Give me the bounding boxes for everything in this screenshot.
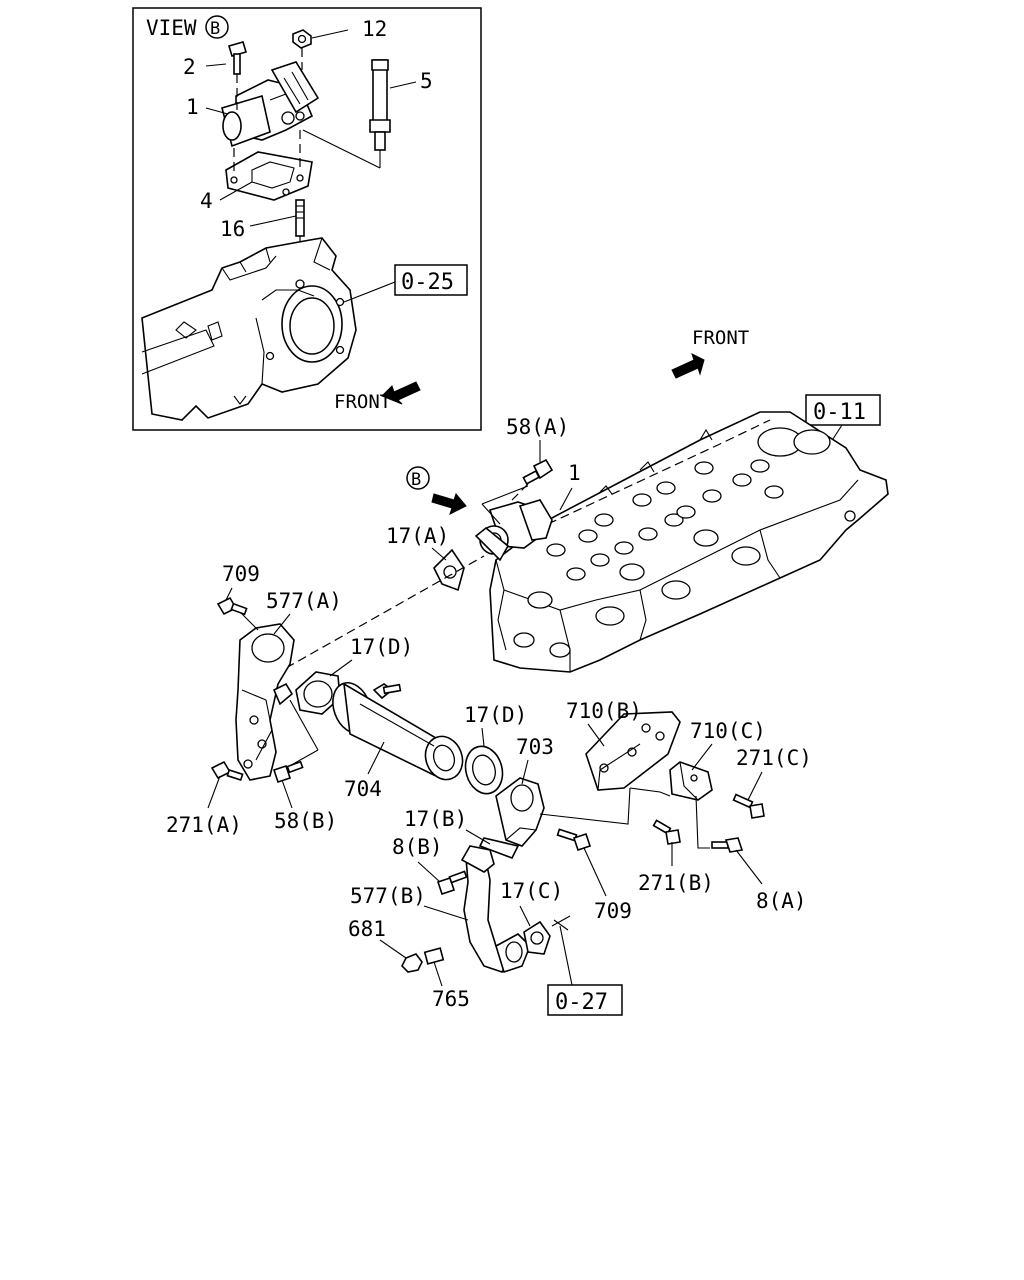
- gasket-17d-left: [295, 671, 341, 715]
- nut-681: [401, 953, 423, 973]
- bolt-58a: [511, 458, 554, 501]
- bracket-577a: [235, 611, 319, 781]
- callout-271b: 271(B): [638, 871, 714, 895]
- callout-710b: 710(B): [566, 699, 642, 723]
- callout-17d-left: 17(D): [350, 635, 413, 659]
- callout-17a: 17(A): [386, 524, 449, 548]
- callout-12: 12: [362, 17, 387, 41]
- ref-box-0-25: [394, 264, 468, 296]
- inset-front-arrow-icon: [381, 381, 421, 405]
- main-view: FRONT 0-11: [166, 327, 889, 1016]
- inset-frame: [132, 7, 482, 431]
- bolt-8b: [436, 870, 468, 896]
- bracket-710b: [585, 711, 681, 791]
- bolt-2: [228, 41, 247, 110]
- bolt-709-upper: [216, 596, 248, 616]
- callout-271c: 271(C): [736, 746, 812, 770]
- callout-8b: 8(B): [392, 835, 443, 859]
- gasket-17d-right: [464, 745, 504, 795]
- stud-5: [302, 59, 391, 169]
- intake-manifold-casting: [141, 237, 357, 421]
- nut-12: [292, 29, 312, 70]
- cylinder-head: [489, 411, 889, 673]
- gasket-17c: [523, 915, 571, 955]
- ref-box-0-25-label: 0-25: [401, 270, 454, 295]
- callout-704: 704: [344, 777, 382, 801]
- main-view-marker: B: [406, 466, 430, 490]
- callout-681: 681: [348, 917, 386, 941]
- ref-box-0-27-label: 0-27: [555, 990, 608, 1015]
- main-front-label: FRONT: [692, 327, 749, 349]
- egr-cooler-704: [332, 682, 464, 781]
- bolt-709-lower: [556, 828, 592, 852]
- bolt-271c: [732, 793, 765, 819]
- inset-front-label: FRONT: [334, 391, 391, 413]
- inset-view-marker: B: [205, 15, 229, 39]
- callout-1: 1: [186, 95, 199, 119]
- view-b-arrow-icon: [431, 492, 467, 515]
- callout-577a: 577(A): [266, 589, 342, 613]
- bolt-58b: [272, 760, 304, 784]
- inset-view-b: VIEW B: [132, 7, 482, 431]
- callout-4: 4: [200, 189, 213, 213]
- ref-box-0-27: [547, 984, 623, 1016]
- gasket-17a: [433, 548, 465, 592]
- callout-17c: 17(C): [500, 879, 563, 903]
- inset-title: VIEW: [146, 16, 197, 40]
- collar-765: [423, 947, 445, 965]
- callout-765: 765: [432, 987, 470, 1011]
- callout-8a: 8(A): [756, 889, 807, 913]
- inset-view-letter: B: [210, 19, 220, 39]
- bolt-271a: [210, 760, 244, 782]
- callout-17d-right: 17(D): [464, 703, 527, 727]
- main-front-arrow-icon: [671, 353, 705, 379]
- egr-valve-on-head: [474, 485, 553, 562]
- callout-58a: 58(A): [506, 415, 569, 439]
- callout-58b: 58(B): [274, 809, 337, 833]
- gasket-17b: [478, 837, 520, 860]
- callout-2: 2: [183, 55, 196, 79]
- callout-17b: 17(B): [404, 807, 467, 831]
- callout-577b: 577(B): [350, 884, 426, 908]
- callout-5: 5: [420, 69, 433, 93]
- bolt-271b: [652, 819, 681, 845]
- callout-703: 703: [516, 735, 554, 759]
- callout-1-main: 1: [568, 461, 581, 485]
- callout-709-lower: 709: [594, 899, 632, 923]
- callout-16: 16: [220, 217, 245, 241]
- egr-valve: [221, 61, 320, 148]
- elbow-703: [495, 777, 545, 847]
- bracket-710c: [669, 761, 713, 801]
- main-view-letter: B: [411, 470, 421, 490]
- callout-271a: 271(A): [166, 813, 242, 837]
- bolt-8a: [711, 837, 744, 853]
- ref-box-0-11: [805, 394, 881, 426]
- callout-709-upper: 709: [222, 562, 260, 586]
- pipe-577b: [460, 845, 531, 974]
- gasket-4: [225, 130, 313, 201]
- ref-box-0-11-label: 0-11: [813, 400, 866, 425]
- callout-710c: 710(C): [690, 719, 766, 743]
